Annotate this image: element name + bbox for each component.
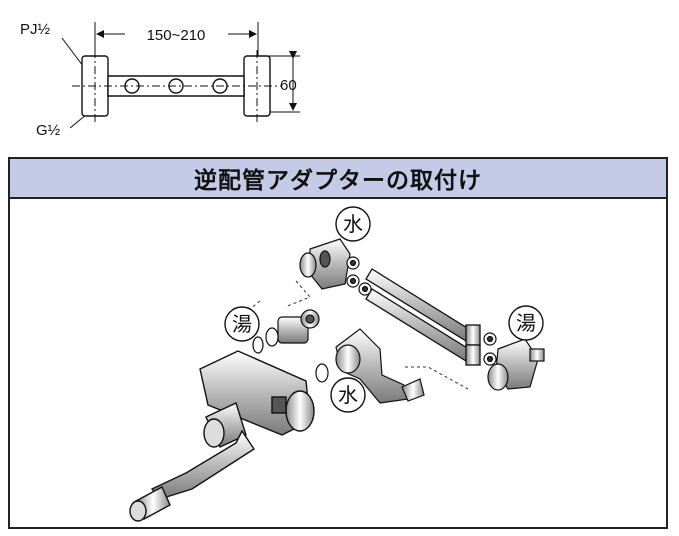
- cold-label-top: 水: [335, 206, 371, 242]
- hot-label-right-text: 湯: [516, 311, 536, 335]
- panel-title: 逆配管アダプターの取付け: [194, 168, 482, 194]
- cold-label-middle-text: 水: [338, 383, 358, 407]
- hot-adapter-left: [252, 309, 320, 354]
- centerlines: [72, 50, 282, 122]
- span-dimension-label: 150~210: [147, 27, 206, 44]
- height-dimension-label: 60: [280, 77, 297, 94]
- extension-pipes: [365, 268, 481, 366]
- panel-header: 逆配管アダプターの取付け: [10, 159, 666, 199]
- hot-elbow-right: [487, 338, 545, 391]
- hot-label-left-text: 湯: [232, 312, 252, 336]
- hot-label-right: 湯: [508, 305, 544, 341]
- cold-label-middle: 水: [330, 377, 366, 413]
- spout: [129, 429, 255, 522]
- washers-upper: [346, 256, 372, 296]
- hot-label-left: 湯: [224, 306, 260, 342]
- outlet-thread-label: G½: [36, 122, 61, 139]
- cold-elbow-upper: [299, 238, 351, 290]
- cold-adapter-center: [315, 328, 425, 404]
- washers-right: [483, 332, 497, 366]
- exploded-assembly-diagram: 水 湯 水 湯: [129, 206, 545, 522]
- inlet-thread-label: PJ½: [20, 21, 51, 38]
- dimension-drawing: PJ½ G½ 150~210 60: [20, 21, 300, 139]
- installation-panel: 逆配管アダプターの取付け: [8, 157, 668, 529]
- mixing-valve-body: [199, 350, 315, 448]
- cold-label-top-text: 水: [343, 212, 363, 236]
